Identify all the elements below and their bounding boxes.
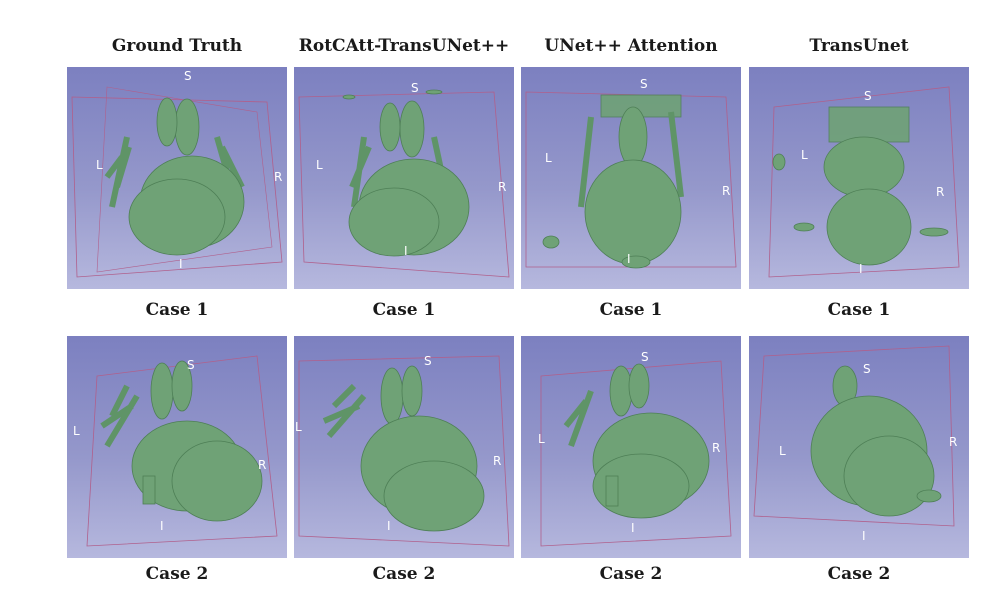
render-unet-attention-case-1: S L R I (521, 67, 741, 289)
orientation-superior-label: S (640, 77, 648, 91)
column-title-rotcatt-transunet: RotCAtt-TransUNet++ (298, 36, 510, 56)
orientation-right-label: R (722, 184, 731, 198)
case-label: Case 1 (145, 300, 209, 320)
render-unet-attention-case-2: S L R I (521, 336, 741, 558)
orientation-right-label: R (274, 170, 283, 184)
orientation-left-label: L (96, 158, 103, 172)
orientation-inferior-label: I (160, 519, 164, 533)
orientation-superior-label: S (641, 350, 649, 364)
render-transunet-case-1: S L R I (749, 67, 969, 289)
orientation-superior-label: S (184, 69, 192, 83)
orientation-superior-label: S (864, 89, 872, 103)
orientation-right-label: R (936, 185, 945, 199)
render-rotcatt-transunet-case-2: S L R I (294, 336, 514, 558)
case-label: Case 1 (599, 300, 663, 320)
column-title-unet-attention: UNet++ Attention (544, 36, 718, 56)
orientation-inferior-label: I (627, 252, 631, 266)
render-transunet-case-2: S L R I (749, 336, 969, 558)
orientation-superior-label: S (187, 358, 195, 372)
orientation-superior-label: S (411, 81, 419, 95)
orientation-inferior-label: I (387, 519, 391, 533)
render-ground-truth-case-1: S L R I (67, 67, 287, 289)
orientation-inferior-label: I (179, 257, 183, 271)
orientation-left-label: L (538, 432, 545, 446)
orientation-right-label: R (258, 458, 267, 472)
case-label: Case 1 (827, 300, 891, 320)
case-label: Case 2 (827, 564, 891, 584)
orientation-left-label: L (545, 151, 552, 165)
orientation-left-label: L (316, 158, 323, 172)
render-rotcatt-transunet-case-1: S L R I (294, 67, 514, 289)
column-title-transunet: TransUnet (809, 36, 909, 56)
orientation-superior-label: S (424, 354, 432, 368)
orientation-left-label: L (295, 420, 302, 434)
orientation-right-label: R (949, 435, 958, 449)
orientation-left-label: L (73, 424, 80, 438)
orientation-superior-label: S (863, 362, 871, 376)
orientation-inferior-label: I (404, 244, 408, 258)
orientation-left-label: L (801, 148, 808, 162)
orientation-inferior-label: I (631, 521, 635, 535)
orientation-inferior-label: I (859, 262, 863, 276)
orientation-right-label: R (498, 180, 507, 194)
orientation-left-label: L (779, 444, 786, 458)
column-title-ground-truth: Ground Truth (111, 36, 243, 56)
case-label: Case 2 (599, 564, 663, 584)
case-label: Case 2 (372, 564, 436, 584)
orientation-right-label: R (493, 454, 502, 468)
case-label: Case 2 (145, 564, 209, 584)
orientation-right-label: R (712, 441, 721, 455)
render-ground-truth-case-2: S L R I (67, 336, 287, 558)
case-label: Case 1 (372, 300, 436, 320)
orientation-inferior-label: I (862, 529, 866, 543)
